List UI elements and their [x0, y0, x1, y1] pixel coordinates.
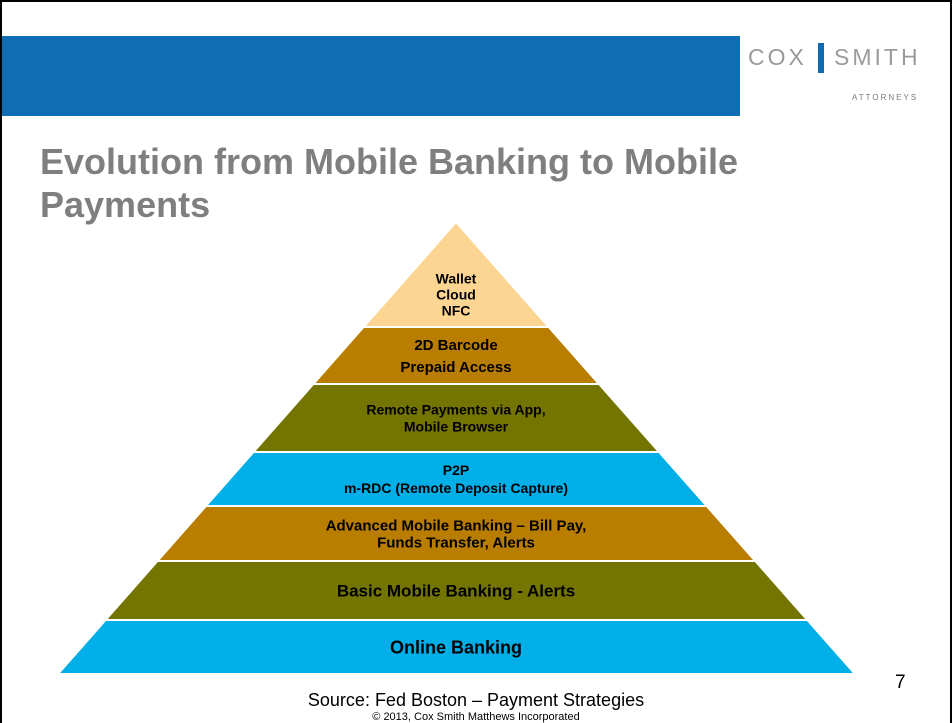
- slide-title-line2: Payments: [40, 184, 211, 225]
- pyramid-tier-3-label: Remote Payments via App,: [366, 401, 545, 417]
- pyramid-tier-1-label: Cloud: [436, 286, 476, 302]
- pyramid-tier-4-label: P2P: [443, 462, 469, 478]
- slide-title: Evolution from Mobile Banking to Mobile …: [40, 140, 820, 226]
- slide-title-line1: Evolution from Mobile Banking to Mobile: [40, 141, 738, 182]
- pyramid-tier-1-label: NFC: [442, 302, 471, 318]
- logo-subtitle: ATTORNEYS: [852, 93, 919, 102]
- company-logo: COX SMITH ATTORNEYS: [748, 40, 948, 110]
- pyramid-tier-3-label: Mobile Browser: [404, 418, 509, 434]
- pyramid-tier-4-label: m-RDC (Remote Deposit Capture): [344, 480, 568, 496]
- pyramid-tier-2-label: Prepaid Access: [400, 359, 511, 376]
- pyramid-tier-7-label: Online Banking: [390, 637, 522, 657]
- pyramid-tier-7: [55, 619, 858, 675]
- pyramid-tier-2-label: 2D Barcode: [414, 337, 497, 354]
- pyramid-tier-5-label: Advanced Mobile Banking – Bill Pay,: [326, 517, 587, 534]
- pyramid-tier-6-label: Basic Mobile Banking - Alerts: [337, 581, 575, 600]
- page-number: 7: [895, 672, 906, 693]
- copyright-note: © 2013, Cox Smith Matthews Incorporated: [372, 711, 580, 723]
- logo-smith-text: SMITH: [834, 44, 921, 70]
- source-note: Source: Fed Boston – Payment Strategies: [307, 690, 645, 710]
- pyramid-tier-1-label: Wallet: [436, 270, 477, 286]
- logo-cox-text: COX: [748, 44, 807, 70]
- pyramid-tier-5-label: Funds Transfer, Alerts: [377, 534, 535, 551]
- logo-divider: [818, 43, 824, 73]
- header-banner: [2, 36, 740, 116]
